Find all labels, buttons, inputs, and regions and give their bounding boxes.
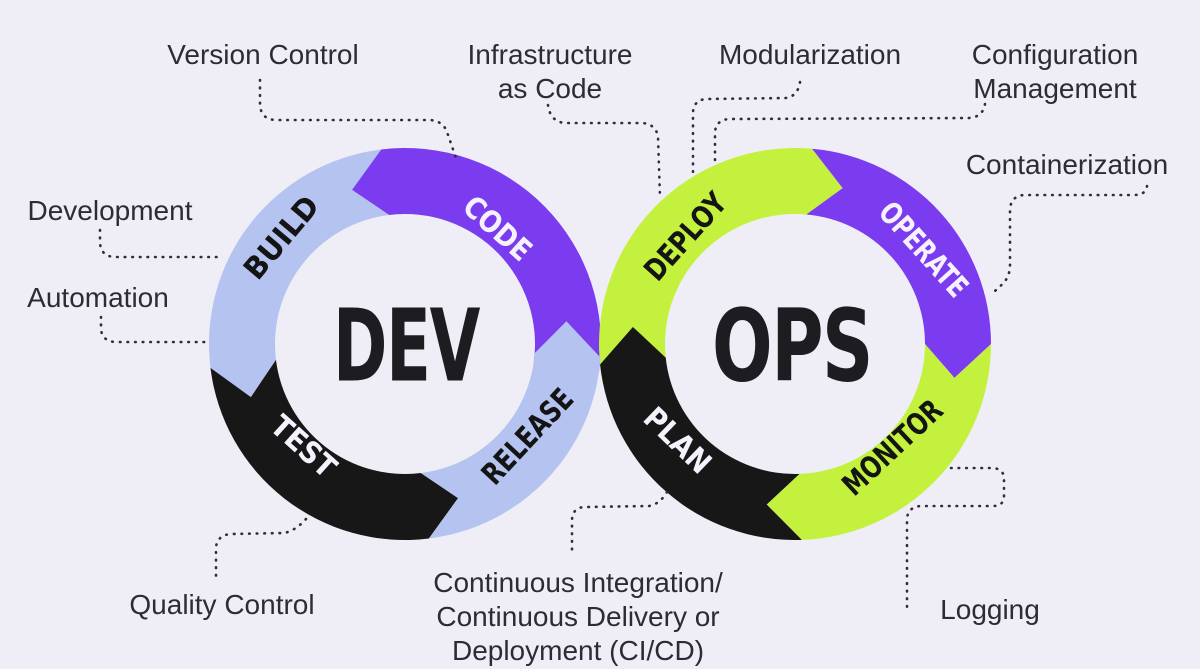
callout-line: Infrastructure bbox=[468, 39, 633, 70]
callout-quality-control: Quality Control bbox=[129, 589, 314, 620]
connector-logging bbox=[905, 466, 1006, 609]
callout-line: Modularization bbox=[719, 39, 901, 70]
callout-line: Continuous Delivery or bbox=[436, 601, 719, 632]
dotted-connectors bbox=[98, 78, 1149, 609]
dev-title: DEV bbox=[333, 288, 480, 405]
callout-containerization: Containerization bbox=[966, 149, 1168, 180]
callout-line: Continuous Integration/ bbox=[433, 567, 723, 598]
segment-monitor bbox=[766, 344, 991, 540]
callout-modularization: Modularization bbox=[719, 39, 901, 70]
connector-modularization bbox=[691, 80, 802, 177]
callout-line: Development bbox=[28, 195, 193, 226]
callout-ci-cd: Continuous Integration/Continuous Delive… bbox=[433, 567, 723, 666]
connector-infrastructure-as-code bbox=[546, 103, 662, 199]
callout-automation: Automation bbox=[27, 282, 169, 313]
segment-deploy bbox=[599, 148, 843, 372]
segment-test bbox=[210, 359, 459, 541]
segment-plan bbox=[600, 326, 802, 540]
callout-line: Deployment (CI/CD) bbox=[452, 635, 704, 666]
connector-version-control bbox=[258, 78, 458, 160]
ops-title: OPS bbox=[712, 288, 872, 405]
center-titles: DEV OPS bbox=[333, 288, 874, 405]
callout-version-control: Version Control bbox=[167, 39, 358, 70]
segment-build bbox=[208, 149, 390, 398]
segment-operate bbox=[806, 148, 991, 378]
callout-line: Configuration bbox=[972, 39, 1139, 70]
connector-containerization bbox=[989, 184, 1149, 297]
segment-code bbox=[351, 147, 601, 372]
callout-line: Containerization bbox=[966, 149, 1168, 180]
callout-line: as Code bbox=[498, 73, 602, 104]
callout-line: Quality Control bbox=[129, 589, 314, 620]
callout-line: Management bbox=[973, 73, 1137, 104]
connector-configuration-management bbox=[713, 102, 987, 165]
segment-release bbox=[420, 321, 601, 539]
connector-ci-cd bbox=[570, 490, 669, 554]
callout-development: Development bbox=[28, 195, 193, 226]
infinity-loop-rings bbox=[208, 147, 991, 541]
callout-logging: Logging bbox=[940, 594, 1040, 625]
callout-line: Version Control bbox=[167, 39, 358, 70]
callout-line: Logging bbox=[940, 594, 1040, 625]
callout-line: Automation bbox=[27, 282, 169, 313]
connector-quality-control bbox=[214, 517, 308, 580]
connector-automation bbox=[99, 315, 207, 344]
connector-development bbox=[98, 228, 224, 259]
